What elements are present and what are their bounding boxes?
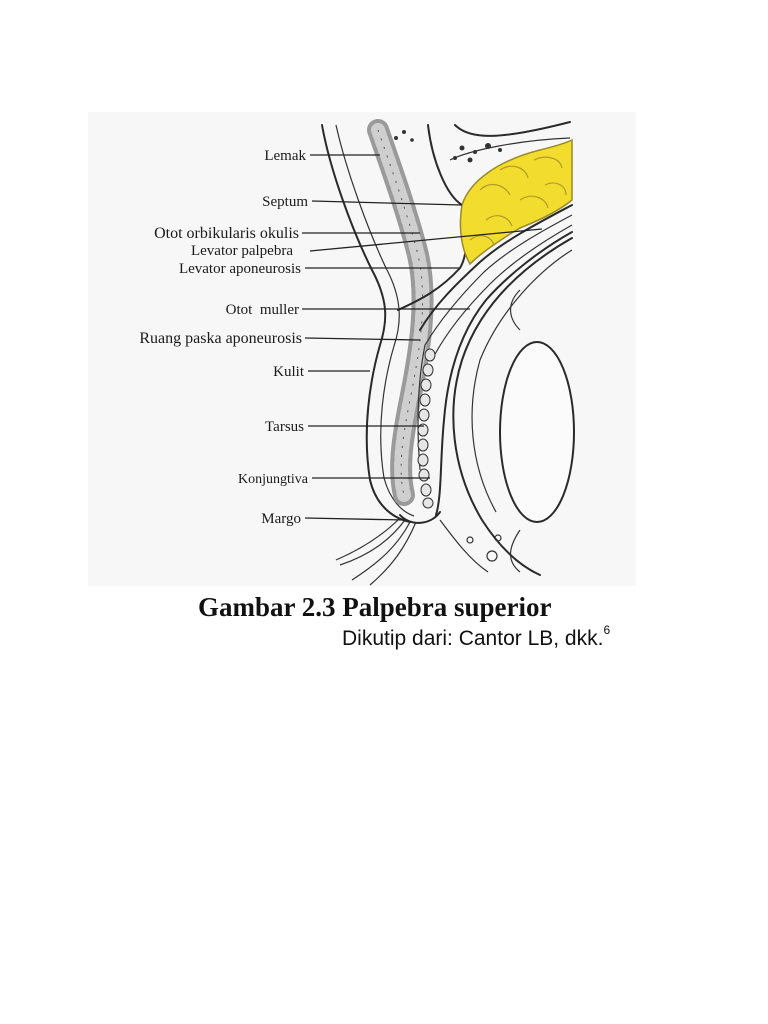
globe-inner — [471, 249, 573, 513]
label-otot-muller: Otot muller — [226, 302, 299, 318]
lens — [499, 341, 575, 523]
caption-source-text: Dikutip dari: Cantor LB, dkk. — [342, 627, 604, 650]
label-konjungtiva: Konjungtiva — [238, 472, 309, 487]
label-levator-aponeurosis: Levator aponeurosis — [179, 261, 301, 277]
label-margo: Margo — [261, 511, 301, 527]
rim-dots — [394, 130, 502, 163]
fat-pad — [459, 138, 573, 266]
globe-outline — [452, 237, 573, 576]
iris-lines — [510, 289, 521, 573]
leader-levator-palpebra — [309, 228, 543, 252]
label-lemak: Lemak — [264, 148, 306, 164]
label-ruang-paska: Ruang paska aponeurosis — [139, 330, 302, 347]
label-otot-orbikularis: Otot orbikularis okulis — [154, 225, 299, 242]
label-tarsus: Tarsus — [265, 419, 304, 435]
lid-margin — [399, 511, 441, 524]
figure-caption-source: Dikutip dari: Cantor LB, dkk.6 — [342, 623, 611, 651]
caption-source-superscript: 6 — [603, 623, 611, 637]
conjunctiva-line — [435, 231, 573, 516]
leader-ruang-paska — [304, 337, 421, 341]
skin-contour — [321, 124, 411, 523]
label-septum: Septum — [262, 194, 308, 210]
leader-septum — [311, 200, 463, 206]
leader-margo — [304, 517, 406, 521]
eyelashes — [335, 517, 417, 586]
tarsal-glands — [417, 348, 436, 509]
leader-lines — [302, 154, 543, 521]
figure-caption-title: Gambar 2.3 Palpebra superior — [198, 592, 552, 622]
label-levator-palpebra: Levator palpebra — [191, 243, 293, 259]
orbicularis-muscle — [367, 119, 434, 506]
orbital-rim — [454, 121, 571, 137]
levator-aponeurosis-line — [417, 214, 573, 471]
muller-muscle-line — [433, 224, 573, 357]
label-kulit: Kulit — [273, 364, 305, 380]
lower-tissue — [439, 519, 502, 573]
skin-inner-contour — [335, 124, 415, 517]
levator-muscle — [419, 204, 573, 331]
orbital-rim-inner — [449, 137, 571, 161]
